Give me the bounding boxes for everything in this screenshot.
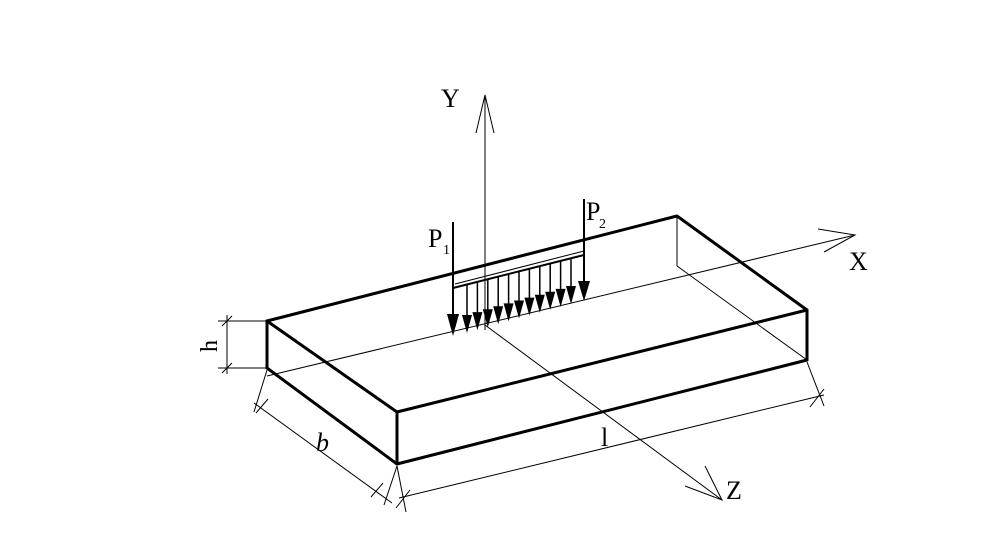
- dim-l-extension-front: [396, 465, 407, 513]
- distributed-arrow-head: [534, 294, 545, 313]
- p1-subscript: 1: [443, 243, 450, 258]
- axis-y-label: Y: [441, 84, 460, 113]
- distributed-arrow-head: [482, 309, 493, 328]
- loads: [447, 199, 590, 336]
- p2-label: P: [586, 197, 600, 226]
- distributed-load-top-line-inner: [454, 250, 585, 285]
- dim-b-tick-back: [255, 398, 269, 414]
- dim-h-label: h: [197, 340, 223, 352]
- distributed-arrow-head: [524, 297, 535, 316]
- distributed-arrow-head: [493, 306, 504, 325]
- distributed-arrow-head: [503, 303, 514, 322]
- p2-arrowhead: [578, 281, 590, 301]
- distributed-load-arrows: [462, 258, 576, 333]
- plate-hidden-edge-back-right: [676, 265, 808, 361]
- axis-x-label: X: [849, 247, 868, 276]
- text-labels: Y X Z P 1 P 2 h b l: [197, 84, 868, 505]
- z-axis-line: [484, 324, 723, 501]
- dimensions: [218, 315, 825, 513]
- dim-b-tick-front: [370, 482, 384, 498]
- dim-l-extension-right: [806, 361, 825, 407]
- distributed-arrow-head: [462, 315, 472, 333]
- dim-l-label: l: [601, 423, 608, 452]
- dim-h-tick-top: [221, 315, 233, 327]
- p1-label: P: [428, 224, 442, 253]
- dim-b-label: b: [316, 428, 329, 457]
- dim-b-extension-back: [253, 369, 268, 413]
- dim-l-line: [398, 394, 825, 499]
- plate-bottom-left: [265, 366, 399, 466]
- p1-arrowhead: [447, 314, 459, 336]
- dim-b-line: [253, 402, 393, 504]
- distributed-arrow-head: [566, 286, 576, 304]
- axis-z-label: Z: [726, 476, 742, 505]
- coordinate-axes: [266, 94, 857, 501]
- distributed-arrow-head: [545, 291, 556, 310]
- distributed-arrow-head: [472, 312, 483, 331]
- dim-h-tick-bottom: [221, 362, 233, 374]
- p2-subscript: 2: [599, 217, 606, 232]
- dim-l-tick-front: [395, 489, 411, 509]
- dim-l-tick-right: [809, 388, 825, 408]
- plate-top-face: [265, 214, 809, 414]
- x-axis-arrowhead: [817, 228, 857, 253]
- z-axis-arrowhead: [684, 465, 724, 501]
- y-axis-arrowhead: [475, 94, 495, 134]
- distributed-arrow-head: [514, 300, 524, 319]
- plate-box: [265, 214, 809, 466]
- x-axis-line: [266, 234, 856, 377]
- distributed-arrow-head: [555, 288, 566, 307]
